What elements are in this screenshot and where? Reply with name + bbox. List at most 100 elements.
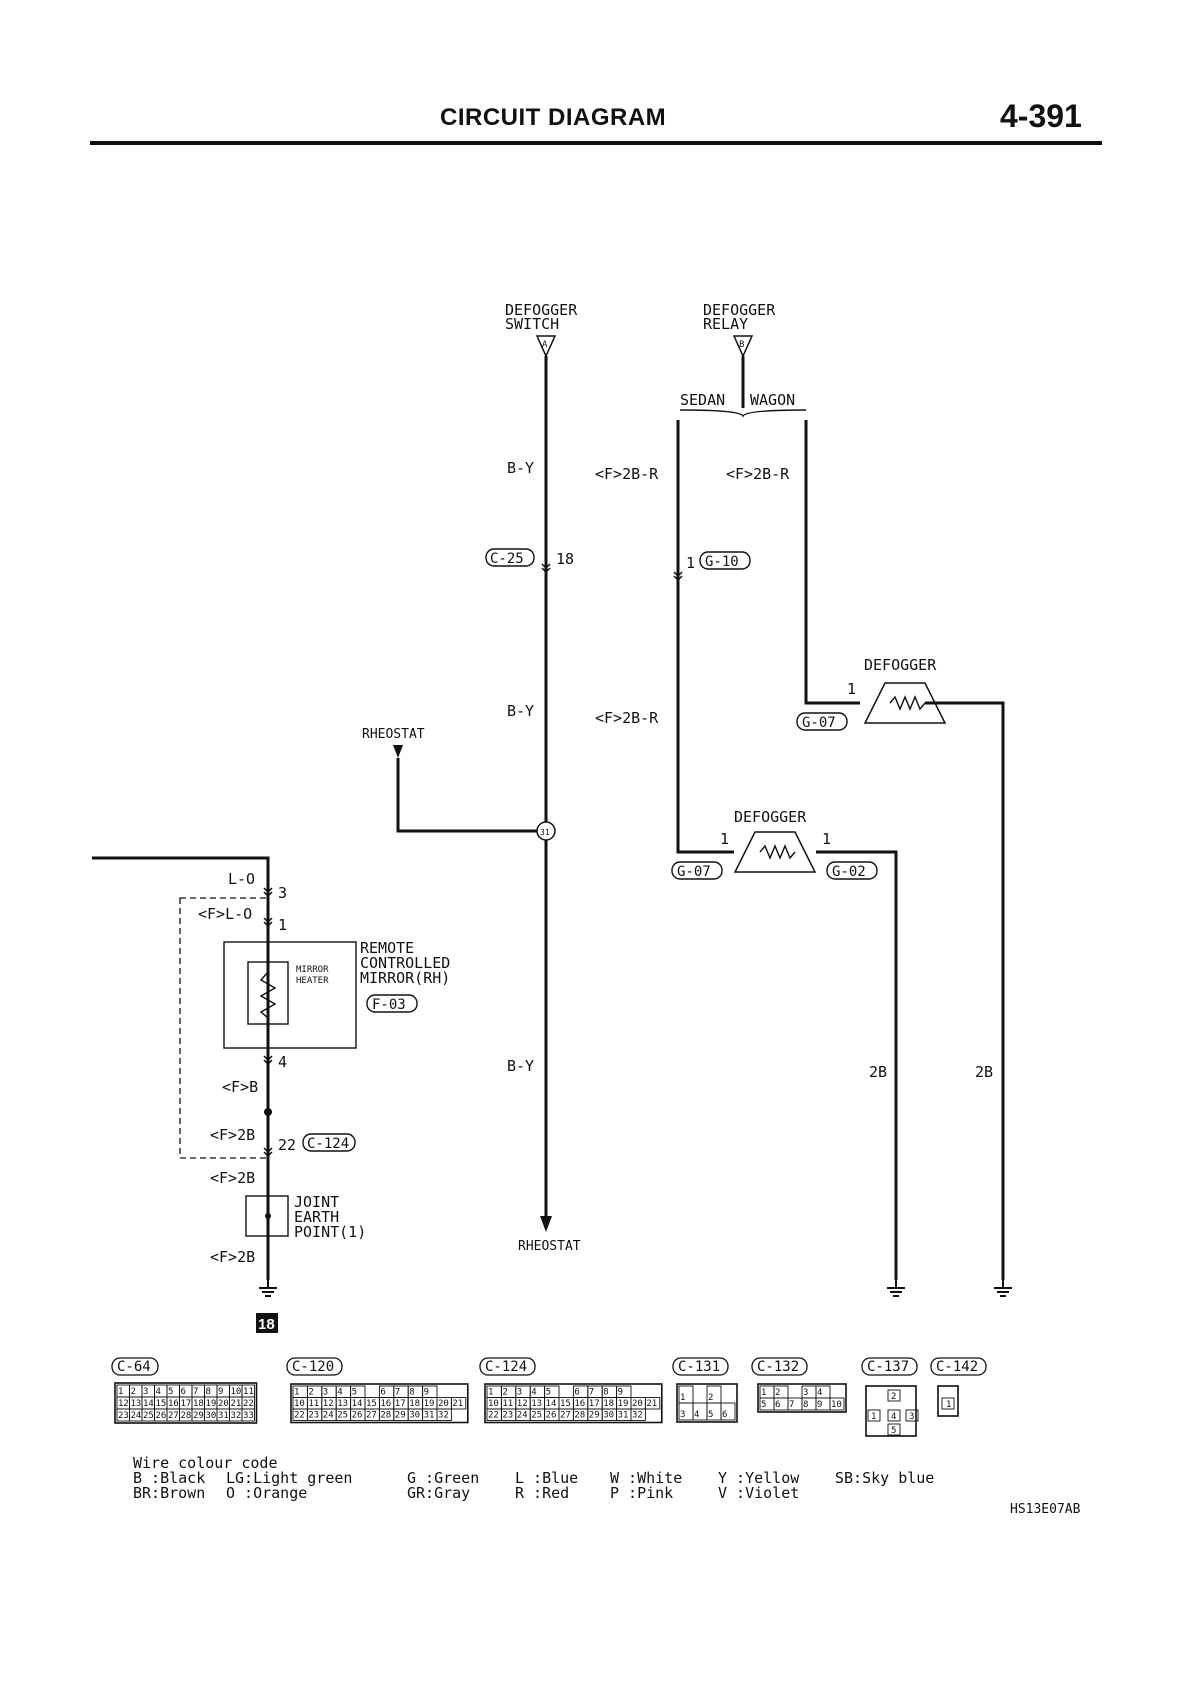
connector-pin-number: 26 [546,1411,557,1421]
remote-mirror-label-2: CONTROLLED [360,954,450,972]
connector-view-outline [757,1383,847,1413]
connector-pin-number: 30 [409,1411,420,1421]
connector-g-10-code: G-10 [705,554,739,570]
connector-pin-number: 29 [589,1411,600,1421]
connector-pin-number: 30 [603,1411,614,1421]
wire-colour-legend: Wire colour code B :Black LG:Light green… [133,1454,934,1502]
connector-g-10 [699,551,751,570]
connector-c-124-mid-code: C-124 [307,1136,349,1152]
connector-view-code-box [672,1357,729,1376]
connector-pin-number: 3 [143,1387,148,1397]
connector-c-25 [485,548,535,567]
wire-2b-wagon-earth [925,701,1005,1280]
joint-earth-label-2: EARTH [294,1208,339,1226]
connector-pin-number: 2 [502,1388,507,1398]
connector-pin-number: 6 [722,1410,727,1420]
rheostat-top-label: RHEOSTAT [362,727,425,742]
connector-pin-number: 5 [761,1400,766,1410]
connector-pin-number: 13 [131,1399,142,1409]
connector-pin-number: 33 [243,1411,254,1421]
connector-view-outline [937,1385,959,1417]
page-title: CIRCUIT DIAGRAM [440,104,667,131]
legend-y: Y :Yellow [718,1469,800,1487]
legend-w: W :White [610,1469,682,1487]
connector-pin-number: 5 [352,1388,357,1398]
connector-pin-number: 21 [231,1399,242,1409]
f-harness-dashed-box [179,897,269,1159]
connector-pin-number: 18 [193,1399,204,1409]
connector-view-code: C-120 [292,1359,334,1375]
connector-pin-number: 26 [352,1411,363,1421]
wire-label-f-2b-3: <F>2B [210,1248,255,1266]
joint-earth-label-1: JOINT [294,1193,339,1211]
connector-pin-number: 8 [206,1387,211,1397]
junction-31-label: 31 [540,828,550,837]
connector-c-124-mid [302,1133,356,1152]
connector-pin-number: 10 [294,1399,305,1409]
defogger-switch-terminal: DEFOGGER SWITCH A [505,301,578,358]
connector-pin-number: 3 [909,1412,914,1422]
connector-pin-number: 9 [424,1388,429,1398]
defogger-lower-label: DEFOGGER [734,808,807,826]
connector-pin-number: 6 [380,1388,385,1398]
connector-pin-number: 10 [831,1400,842,1410]
legend-lg: LG:Light green [226,1469,352,1487]
connector-pin-number: 28 [380,1411,391,1421]
connector-pin-number: 5 [546,1388,551,1398]
connector-g-07-upper [796,712,848,731]
connector-pin-number: 9 [817,1400,822,1410]
connector-view-code-box [479,1357,536,1376]
connector-pin-number: 12 [323,1399,334,1409]
wire-label-f-b: <F>B [222,1078,258,1096]
heater-coil-icon [889,695,926,711]
connector-pin-number: 1 [680,1393,685,1403]
defogger-switch-label-1: DEFOGGER [505,301,578,319]
connector-view-code-box [861,1357,918,1376]
connector-pin-number: 25 [531,1411,542,1421]
connector-view-code: C-64 [117,1359,151,1375]
connector-pin-number: 4 [694,1410,699,1420]
connector-pin-number: 2 [131,1387,136,1397]
wire-label-f-l-o: <F>L-O [198,905,252,923]
rheostat-bottom-label: RHEOSTAT [518,1239,581,1254]
document-code: HS13E07AB [1010,1502,1081,1517]
connector-pin-number: 17 [181,1399,192,1409]
connector-pin-number: 15 [156,1399,167,1409]
connector-g-02-code: G-02 [832,864,866,880]
terminal-letter-b: B [739,340,744,350]
connector-pin-number: 14 [352,1399,363,1409]
connector-pin-number: 23 [502,1411,513,1421]
connector-pin-number: 27 [366,1411,377,1421]
connector-pin-number: 11 [308,1399,319,1409]
legend-v: V :Violet [718,1484,799,1502]
connector-view-outline [290,1383,469,1424]
terminal-triangle-icon [732,335,754,358]
wire-label-b-y-bottom: B-Y [507,1057,534,1075]
defogger-relay-terminal: DEFOGGER RELAY B [703,301,776,358]
connector-pin-number: 28 [181,1411,192,1421]
junction-31 [536,821,556,841]
splice-dot [264,1108,272,1116]
connector-pin-number: 12 [517,1399,528,1409]
connector-pin-number: 5 [168,1387,173,1397]
connector-view-outline [865,1385,917,1437]
connector-pin-number: 7 [193,1387,198,1397]
branch-sedan-label: SEDAN [680,391,725,409]
legend-l: L :Blue [515,1469,578,1487]
connector-pin-number: 1 [761,1388,766,1398]
pin-22: 22 [278,1136,296,1154]
connector-pin-number: 2 [708,1393,713,1403]
connector-pin-number: 6 [181,1387,186,1397]
defogger-upper-label: DEFOGGER [864,656,937,674]
legend-g: G :Green [407,1469,479,1487]
legend-br: BR:Brown [133,1484,205,1502]
connector-view-code-box [286,1357,343,1376]
connector-pin-number: 6 [775,1400,780,1410]
defogger-lower-pin-left: 1 [720,830,729,848]
connector-pin-cell [241,1408,255,1422]
connector-pin-number: 3 [323,1388,328,1398]
pin-4: 4 [278,1053,287,1071]
connector-pin-number: 1 [488,1388,493,1398]
earth-icon [993,1279,1013,1297]
